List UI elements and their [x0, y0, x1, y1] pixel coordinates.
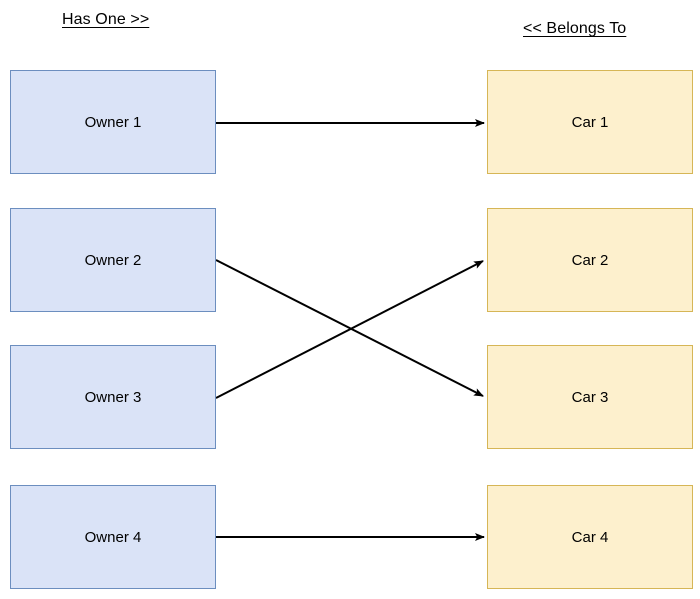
node-label: Owner 4: [84, 528, 142, 546]
node-label: Owner 2: [84, 251, 142, 269]
left-column-header: Has One >>: [62, 11, 150, 28]
right-column-header: << Belongs To: [523, 20, 627, 37]
edge-owner2-car3[interactable]: [215, 259, 484, 397]
node-label: Car 2: [571, 251, 609, 269]
node-car-1[interactable]: Car 1: [487, 70, 693, 174]
node-owner-3[interactable]: Owner 3: [10, 345, 216, 449]
node-car-2[interactable]: Car 2: [487, 208, 693, 312]
node-owner-1[interactable]: Owner 1: [10, 70, 216, 174]
node-label: Owner 3: [84, 388, 142, 406]
node-owner-4[interactable]: Owner 4: [10, 485, 216, 589]
node-label: Owner 1: [84, 113, 142, 131]
edge-owner3-car2[interactable]: [215, 260, 484, 399]
node-label: Car 3: [571, 388, 609, 406]
node-label: Car 1: [571, 113, 609, 131]
node-owner-2[interactable]: Owner 2: [10, 208, 216, 312]
node-car-3[interactable]: Car 3: [487, 345, 693, 449]
node-label: Car 4: [571, 528, 609, 546]
node-car-4[interactable]: Car 4: [487, 485, 693, 589]
